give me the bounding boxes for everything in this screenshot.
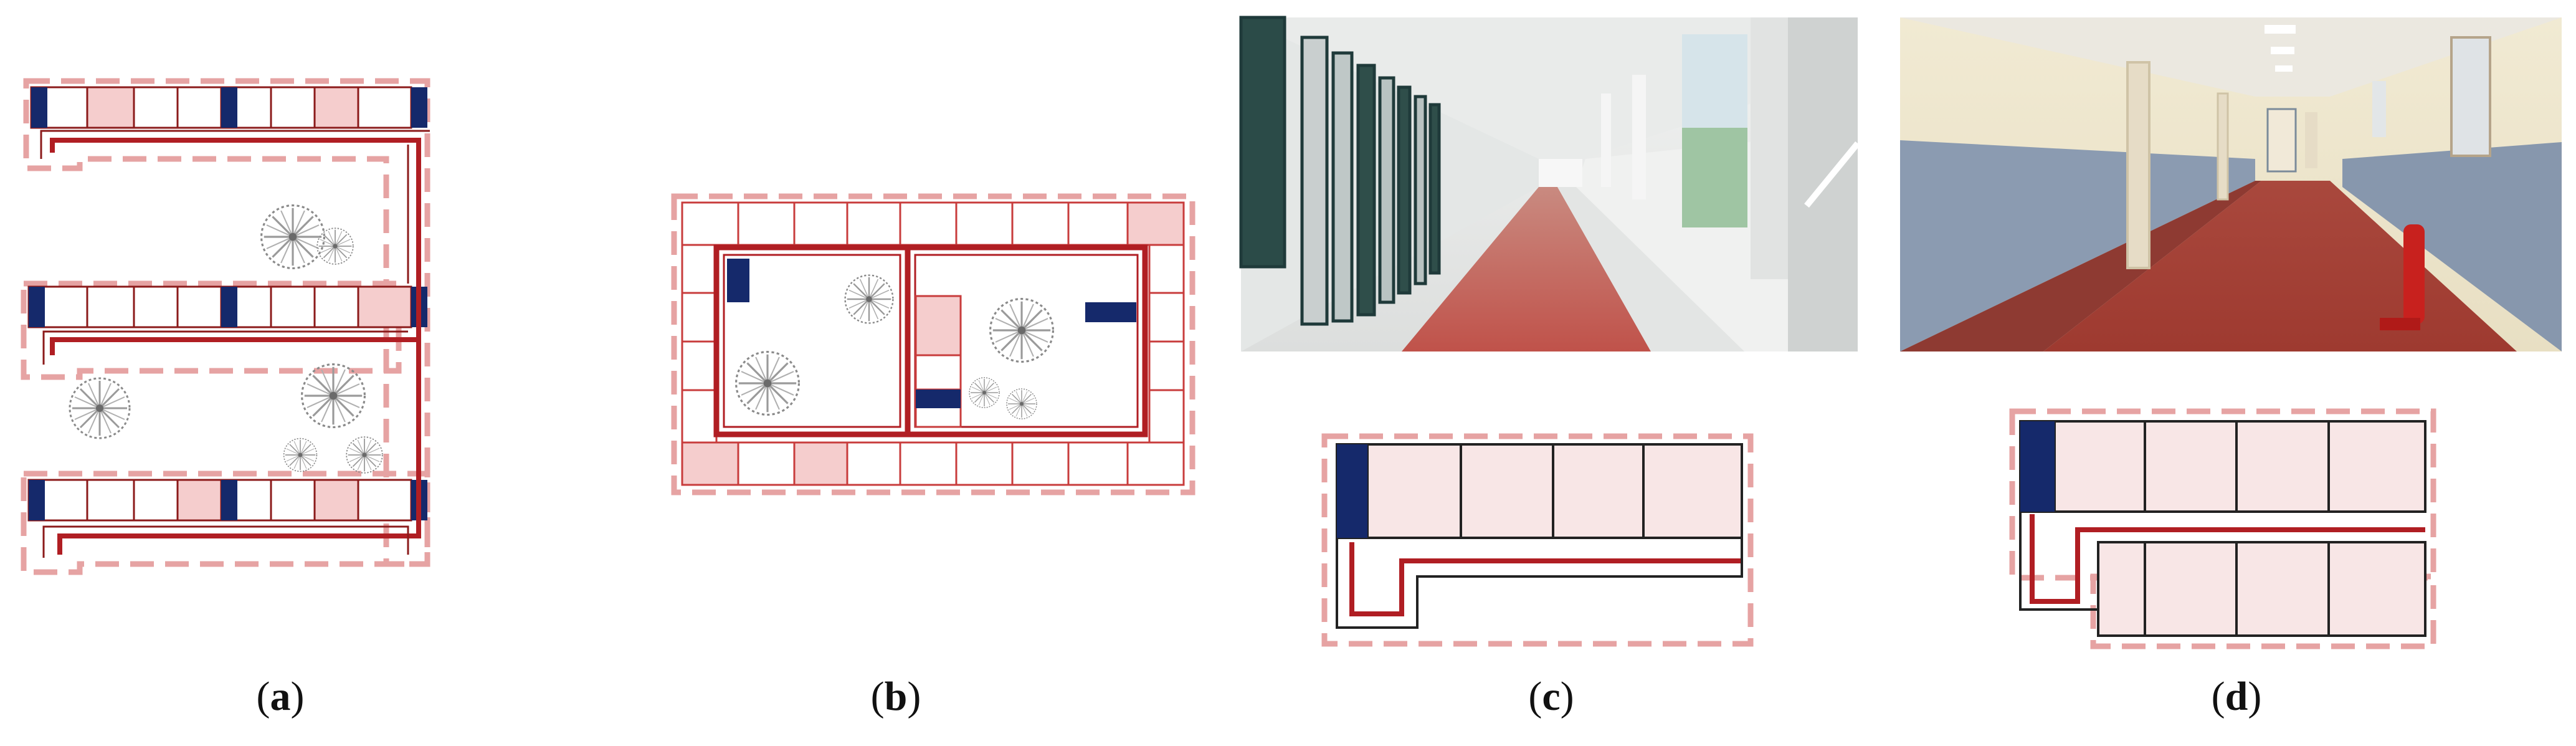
room-cell (737, 441, 796, 486)
room-cell (737, 201, 796, 246)
room-cell (1011, 201, 1070, 246)
caption-a-letter: a (270, 674, 291, 719)
room-cell (1148, 244, 1185, 294)
corridor-path (50, 138, 421, 555)
room-cell (846, 201, 901, 246)
photo-enclosed-corridor (1900, 17, 2562, 351)
room-cell (846, 441, 901, 486)
tree-icon (316, 227, 354, 265)
room-cell (899, 441, 958, 486)
corridor-outline (1336, 538, 1743, 629)
stair-core-icon (31, 87, 427, 128)
room-cell (793, 441, 848, 486)
caption-d: (d) (2211, 674, 2262, 719)
room-cell (793, 201, 848, 246)
tree-icon (283, 438, 318, 472)
corridor-edge (40, 130, 430, 558)
tree-icon (69, 377, 131, 439)
room-cell (681, 244, 718, 294)
room-cell (1067, 441, 1129, 486)
boundary-dashed (671, 193, 1195, 495)
caption-a: (a) (256, 674, 305, 719)
perimeter-rooms (681, 201, 1185, 486)
panel-b (671, 193, 1195, 495)
plan-rooms-upper (2019, 420, 2426, 513)
stair-core-icon (727, 259, 1136, 408)
room-cell (681, 292, 718, 343)
boundary-dashed (2009, 408, 2436, 581)
boundary-dashed (2090, 573, 2436, 649)
room-cell (1148, 340, 1185, 391)
room-cell (955, 201, 1014, 246)
room-cell (681, 201, 739, 246)
panel-c (1239, 16, 1860, 647)
room-cell (1011, 441, 1070, 486)
plan-rooms-lower (2097, 541, 2426, 637)
caption-b-letter: b (884, 674, 908, 719)
stair-core-icon (1337, 444, 1367, 538)
caption-c: (c) (1528, 674, 1574, 719)
room-cell (899, 201, 958, 246)
panel-a (21, 78, 430, 575)
plan-rooms (1336, 443, 1743, 539)
room-cell (955, 441, 1014, 486)
stair-core-icon (2020, 421, 2055, 512)
boundary-dashed (1321, 433, 1754, 647)
corridor-path (2030, 514, 2425, 604)
wing-3-rooms (27, 479, 412, 522)
stair-core-icon (29, 287, 427, 327)
boundary-dashed (21, 78, 430, 575)
room-cell (1067, 201, 1129, 246)
fire-extinguisher-icon (2380, 224, 2425, 330)
wing-2-rooms (27, 285, 412, 328)
caption-b: (b) (870, 674, 921, 719)
room-cell (1126, 201, 1185, 246)
room-cell (681, 340, 718, 391)
corridor-outline (2019, 512, 2098, 611)
room-cell (681, 441, 739, 486)
photo-open-corridor (1239, 16, 1860, 351)
room-cell (681, 389, 718, 444)
caption-d-letter: d (2225, 674, 2248, 719)
tree-icon (301, 363, 366, 428)
tree-icon (260, 204, 325, 269)
corridor-path (1349, 542, 1741, 616)
room-cell (1148, 292, 1185, 343)
panel-d (1900, 17, 2562, 649)
room-cell (1148, 389, 1185, 444)
caption-c-letter: c (1542, 674, 1561, 719)
tree-icon (346, 436, 383, 474)
stair-core-icon (29, 480, 427, 520)
room-cell (1126, 441, 1185, 486)
